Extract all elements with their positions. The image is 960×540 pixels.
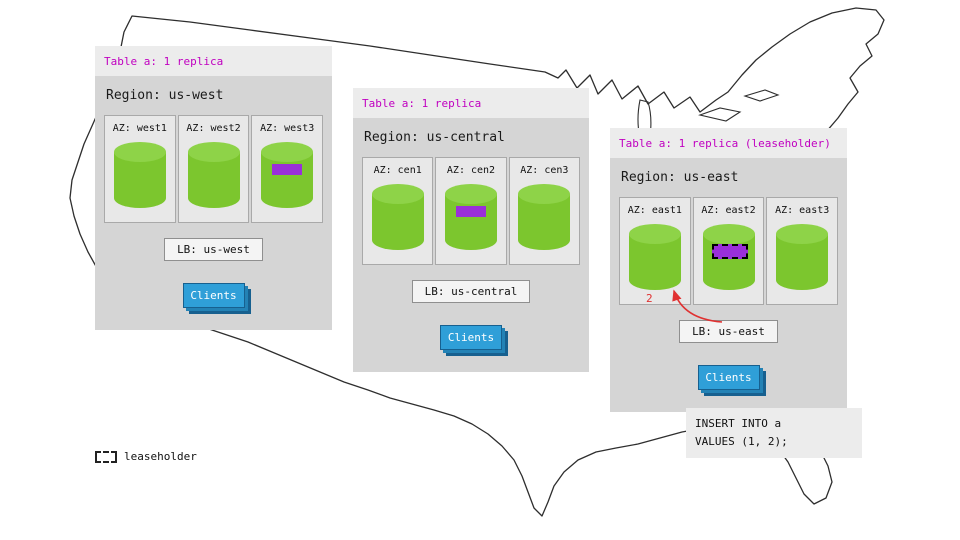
az-box-east1: AZ: east1 <box>619 197 691 305</box>
az-row-us-west: AZ: west1 AZ: west2 AZ: west3 <box>104 115 324 223</box>
az-label-cen2: AZ: cen2 <box>446 165 496 176</box>
az-box-west2: AZ: west2 <box>177 115 250 223</box>
lake-erie-shape <box>698 107 742 122</box>
clients-button-us-east: Clients <box>697 365 760 390</box>
load-balancer-box-us-west: LB: us-west <box>164 238 263 261</box>
database-cylinder <box>444 184 497 250</box>
load-balancer-box-us-central: LB: us-central <box>411 280 531 303</box>
region-panel-us-east: Table a: 1 replica (leaseholder) Region:… <box>610 128 847 412</box>
az-label-cen1: AZ: cen1 <box>373 165 422 176</box>
sql-line-2: VALUES (1, 2); <box>695 435 788 449</box>
insert-value-label: 2 <box>646 292 653 305</box>
load-balancer-box-us-east: LB: us-east <box>679 320 778 343</box>
az-label-west1: AZ: west1 <box>112 123 167 134</box>
legend-label: leaseholder <box>124 450 197 463</box>
region-body-us-central: Region: us-central AZ: cen1 AZ: cen2 AZ:… <box>353 118 589 372</box>
region-body-us-west: Region: us-west AZ: west1 AZ: west2 AZ: … <box>95 76 332 330</box>
region-panel-us-west: Table a: 1 replica Region: us-west AZ: w… <box>95 46 332 330</box>
az-label-east3: AZ: east3 <box>775 205 830 216</box>
az-label-cen3: AZ: cen3 <box>520 165 569 176</box>
database-cylinder <box>113 142 166 208</box>
az-label-east1: AZ: east1 <box>627 205 682 216</box>
clients-button-us-west: Clients <box>182 283 245 308</box>
lake-ontario-shape <box>743 89 780 102</box>
database-cylinder <box>371 184 424 250</box>
az-box-west1: AZ: west1 <box>104 115 176 223</box>
database-cylinder <box>776 224 829 290</box>
az-box-cen1: AZ: cen1 <box>362 157 434 265</box>
region-body-us-east: Region: us-east AZ: east1 AZ: east2 AZ: … <box>610 158 847 412</box>
az-box-cen2: AZ: cen2 <box>435 157 507 265</box>
database-cylinder <box>628 224 681 290</box>
sql-insert-note: INSERT INTO a VALUES (1, 2); <box>686 408 862 459</box>
database-cylinder <box>702 224 755 290</box>
leaseholder-swatch-icon <box>95 450 117 463</box>
legend: leaseholder <box>95 450 197 463</box>
clients-button-us-central: Clients <box>440 325 502 350</box>
az-label-west3: AZ: west3 <box>260 123 315 134</box>
replica-band <box>272 164 303 175</box>
region-title-us-east: Region: us-east <box>621 170 739 185</box>
region-title-us-central: Region: us-central <box>364 130 505 145</box>
region-panel-us-central: Table a: 1 replica Region: us-central AZ… <box>353 88 589 372</box>
region-title-us-west: Region: us-west <box>106 88 224 103</box>
table-header-us-east: Table a: 1 replica (leaseholder) <box>610 128 847 158</box>
database-cylinder <box>518 184 571 250</box>
table-header-us-central: Table a: 1 replica <box>353 88 589 118</box>
az-box-east3: AZ: east3 <box>766 197 839 305</box>
az-label-east2: AZ: east2 <box>701 205 756 216</box>
az-box-cen3: AZ: cen3 <box>508 157 580 265</box>
sql-line-1: INSERT INTO a <box>695 417 782 430</box>
database-cylinder <box>187 142 240 208</box>
replica-band <box>455 206 486 217</box>
az-row-us-central: AZ: cen1 AZ: cen2 AZ: cen3 <box>362 157 580 265</box>
table-header-us-west: Table a: 1 replica <box>95 46 332 76</box>
az-box-east2: AZ: east2 <box>692 197 765 305</box>
az-row-us-east: AZ: east1 AZ: east2 AZ: east3 <box>619 197 839 305</box>
insert-routing-arrow <box>672 289 723 323</box>
leaseholder-band <box>711 244 748 259</box>
az-label-west2: AZ: west2 <box>186 123 241 134</box>
az-box-west3: AZ: west3 <box>251 115 324 223</box>
database-cylinder <box>261 142 314 208</box>
